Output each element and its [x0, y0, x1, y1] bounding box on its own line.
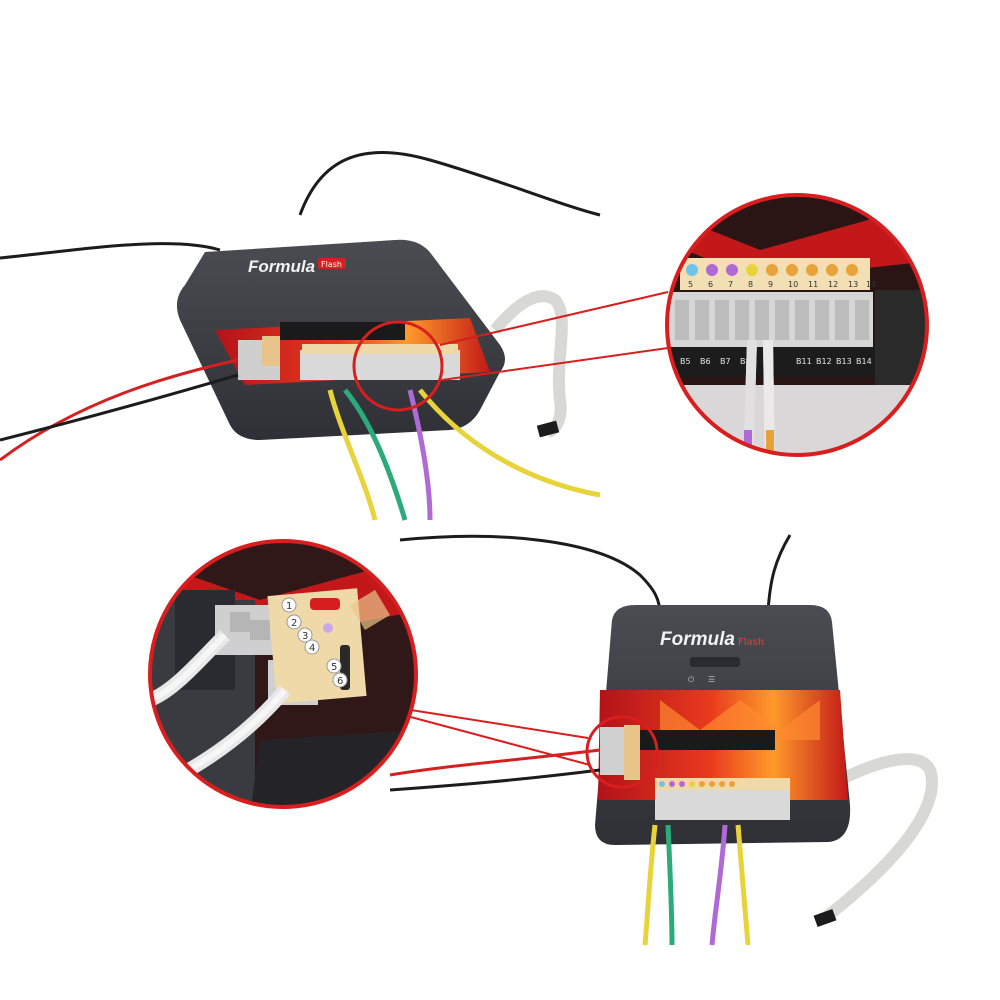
bottom-highlight-circle: [585, 715, 659, 789]
top-zoom-circle-border: [665, 193, 929, 457]
bottom-device-slot: [640, 730, 775, 750]
zoom1-bottom-label: B8: [740, 357, 751, 366]
zoom1-pin-num: 7: [728, 280, 733, 289]
usb-cable-left: [0, 242, 221, 260]
zoom1-bottom-label: B14: [856, 357, 872, 366]
zoom1-bottom-label: B6: [700, 357, 711, 366]
zoom2-red-tag: [310, 598, 340, 610]
top-wire-yellow-right: [418, 388, 601, 498]
bottom-wire-black: [389, 768, 601, 792]
bottom-status-leds: [690, 657, 740, 667]
zoom1-pin-num: 6: [708, 280, 713, 289]
bottom-wire-purple: [709, 824, 728, 946]
bottom-wire-green: [665, 824, 675, 946]
bottom-wire-yellow-left: [642, 824, 658, 946]
top-wire-red: [0, 358, 239, 462]
bottom-wire-yellow-right: [735, 824, 751, 946]
zoom1-pin-num: 12: [828, 280, 838, 289]
power-icon: ⏻: [688, 675, 695, 684]
zoom2-pin-num: 4: [309, 643, 315, 654]
top-wire-purple: [407, 389, 433, 521]
bottom-label-dots: [659, 781, 735, 787]
top-brand-badge: [318, 258, 346, 269]
top-terminal-strip: [300, 350, 460, 380]
usb-cable-top: [298, 151, 601, 217]
zoom1-pin-num: 11: [808, 280, 818, 289]
zoom2-purple-dot: [323, 623, 333, 633]
usb-cable-bottom-left: [399, 534, 662, 616]
zoom2-pin-num: 2: [291, 618, 297, 629]
top-terminal-label-strip: [302, 344, 458, 354]
zoom1-pin-dots: [686, 264, 858, 276]
bottom-zoom-inset: 1 2 3 4 5 6: [148, 539, 418, 809]
zoom1-bottom-label: B12: [816, 357, 832, 366]
ribbon-connector-top: [536, 420, 560, 438]
top-small-label-strip: [262, 336, 280, 366]
top-highlight-circle: [352, 320, 444, 412]
ribbon-cable-top: [490, 290, 568, 438]
menu-icon: ☰: [708, 675, 715, 684]
zoom1-pin-num: 13: [848, 280, 858, 289]
top-brand-label: Formula: [248, 257, 315, 276]
zoom1-pin-num: 9: [768, 280, 773, 289]
bottom-brand-label: Formula: [660, 629, 735, 650]
zoom2-pin-num: 3: [302, 631, 308, 642]
zoom1-pin-num: 14: [866, 280, 876, 289]
zoom1-bottom-labels: B5 B6 B7 B8 B11 B12 B13 B14: [680, 357, 872, 366]
zoom2-pin-num: 1: [286, 601, 292, 612]
top-wire-black: [0, 373, 239, 442]
zoom1-bottom-label: B11: [796, 357, 812, 366]
top-wire-yellow-left: [327, 389, 378, 521]
bottom-wire-red: [389, 748, 601, 777]
bottom-terminal-strip: [655, 790, 790, 820]
usb-cable-bottom-right: [766, 534, 792, 613]
bottom-callout-line-1: [391, 706, 589, 739]
bottom-callout-line-2: [391, 711, 591, 766]
zoom1-pin-num: 8: [748, 280, 753, 289]
ribbon-cable-bottom: [821, 753, 938, 923]
top-wire-green: [343, 388, 408, 521]
top-brand-badge-text: Flash: [321, 260, 342, 269]
zoom2-pin-numbers: 1 2 3 4 5 6: [281, 597, 348, 688]
top-device-group: Formula Flash: [0, 151, 669, 521]
zoom1-bottom-label: B5: [680, 357, 691, 366]
top-callout-line-2: [441, 347, 669, 381]
top-callout-line-1: [439, 291, 669, 346]
zoom1-pin-numbers: 5 6 7 8 9 10 11 12 13 14: [688, 280, 876, 289]
ribbon-connector-bottom: [813, 908, 837, 928]
bottom-small-label-strip: [624, 725, 640, 780]
bottom-device-group: Formula Flash ⏻ ☰: [389, 534, 938, 946]
zoom1-pin-num: 5: [688, 280, 693, 289]
zoom1-pin-num: 10: [788, 280, 798, 289]
top-device-slot: [280, 322, 405, 340]
zoom1-bottom-label: B7: [720, 357, 731, 366]
top-zoom-inset: 5 6 7 8 9 10 11 12 13 14 B: [665, 193, 929, 457]
zoom2-pin-num: 5: [331, 662, 337, 673]
bottom-zoom-circle-border: [148, 539, 418, 809]
zoom1-bottom-label: B13: [836, 357, 852, 366]
zoom2-pin-num: 6: [337, 676, 343, 687]
bottom-brand-badge: Flash: [738, 637, 764, 648]
